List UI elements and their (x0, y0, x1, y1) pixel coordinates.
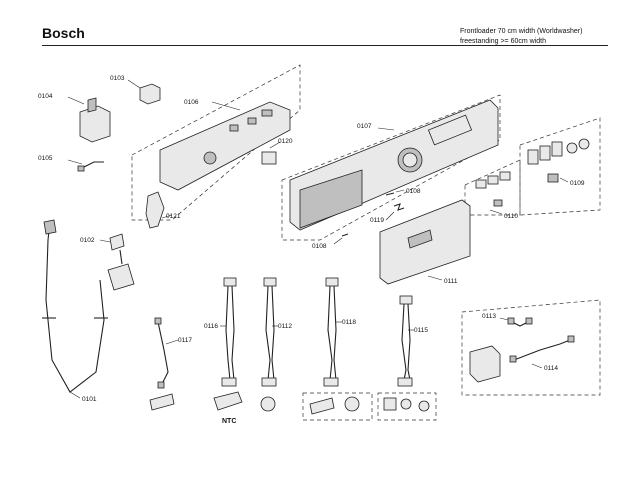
label-0109: 0109 (570, 180, 585, 187)
part-0102-filter (99, 233, 135, 291)
part-0111-drawer-handle (379, 199, 471, 285)
part-0101-power-cord (42, 219, 108, 399)
header-rule (42, 45, 608, 46)
label-0111: 0111 (444, 278, 458, 285)
part-0110-buttons (475, 171, 511, 215)
part-0109-knobs (527, 138, 590, 183)
label-0120: 0120 (278, 138, 293, 145)
brand-title: Bosch (42, 25, 85, 41)
label-0104: 0104 (38, 93, 53, 100)
part-0104-door-lock (67, 96, 111, 143)
part-0120-plate (261, 141, 281, 165)
label-0108-bottom: 0108 (312, 243, 327, 250)
label-0103: 0103 (110, 75, 125, 82)
label-0116: 0116 (204, 323, 218, 330)
part-0118-harness (309, 277, 360, 415)
ntc-annotation: NTC (222, 418, 236, 425)
knobs-group-outline (519, 117, 601, 216)
label-0101: 0101 (82, 396, 97, 403)
label-0108-top: 0108 (406, 188, 421, 195)
sensor-group-outline-1 (302, 392, 373, 421)
part-0114-module (469, 335, 575, 383)
part-0117-harness (149, 317, 179, 411)
part-0113-harness (499, 317, 533, 327)
label-0112: 0112 (278, 323, 292, 330)
part-0103-relay (127, 79, 161, 105)
model-description: Frontloader 70 cm width (Worldwasher) fr… (460, 27, 582, 47)
label-0118: 0118 (342, 319, 356, 326)
label-0110: 0110 (504, 213, 518, 220)
description-line-1: Frontloader 70 cm width (Worldwasher) (460, 28, 583, 35)
part-0115-harness (383, 295, 430, 412)
label-0117: 0117 (178, 337, 192, 344)
part-0108-screw-lower (333, 233, 349, 245)
buttons-group-outline (464, 159, 521, 216)
control-unit-group-outline (131, 64, 301, 221)
fascia-group-outline (281, 94, 501, 241)
label-0107: 0107 (357, 123, 372, 130)
description-line-2: freestanding >= 60cm width (460, 38, 546, 45)
sensor-group-outline-2 (377, 392, 437, 421)
label-0106: 0106 (184, 99, 199, 106)
label-0113: 0113 (482, 313, 496, 320)
part-0121-bracket (145, 191, 173, 229)
part-0108-screw (385, 189, 405, 196)
part-0107-fascia-panel (289, 99, 499, 231)
part-0106-control-module (159, 101, 291, 191)
part-0116-ntc-harness (213, 277, 243, 411)
label-0119: 0119 (370, 217, 384, 224)
harness-group-outline (461, 299, 601, 396)
part-0119-spring (385, 203, 405, 221)
label-0105: 0105 (38, 155, 53, 162)
part-0105-cable (67, 159, 104, 172)
label-0102: 0102 (80, 237, 95, 244)
label-0114: 0114 (544, 365, 558, 372)
label-0115: 0115 (414, 327, 428, 334)
label-0121: 0121 (166, 213, 181, 220)
part-0112-harness (260, 277, 278, 412)
